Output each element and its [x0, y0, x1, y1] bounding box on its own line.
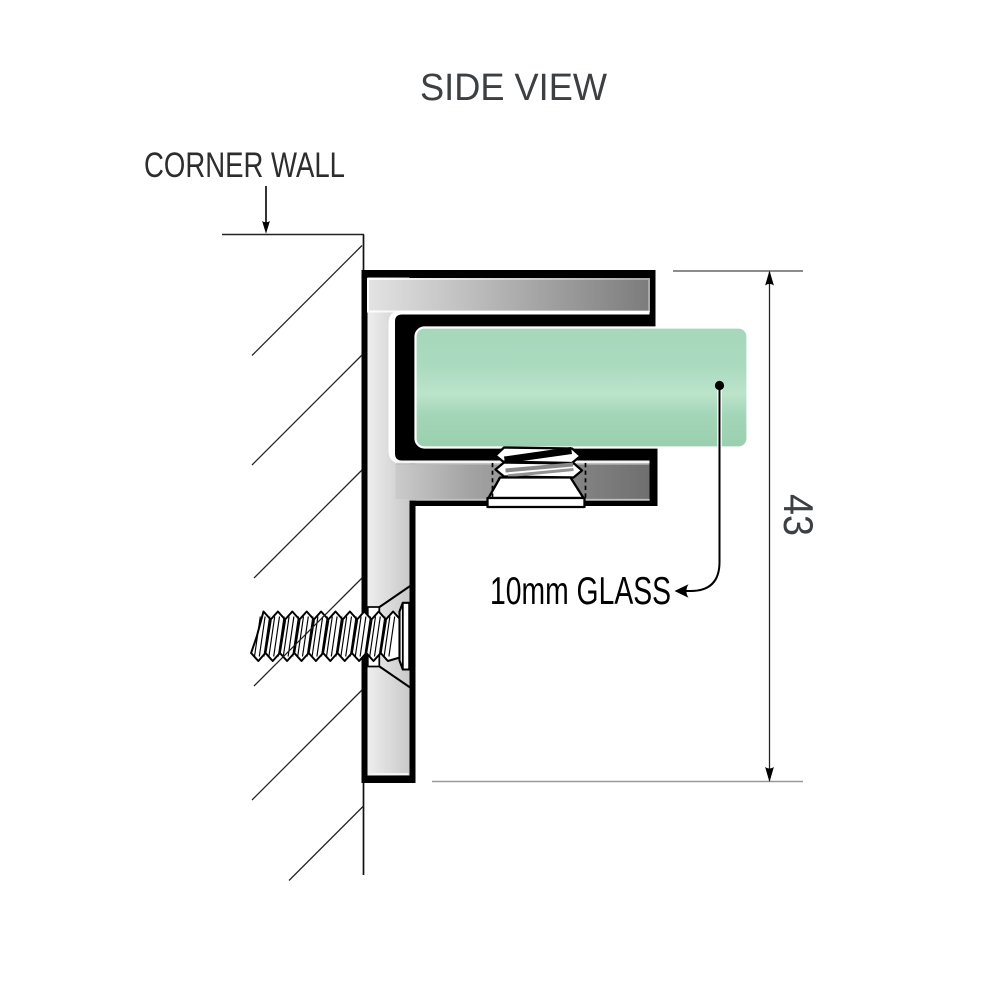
svg-text:CORNER WALL: CORNER WALL — [144, 146, 345, 185]
svg-text:10mm GLASS: 10mm GLASS — [490, 570, 671, 613]
svg-text:SIDE VIEW: SIDE VIEW — [420, 67, 607, 109]
svg-text:43: 43 — [775, 494, 822, 536]
